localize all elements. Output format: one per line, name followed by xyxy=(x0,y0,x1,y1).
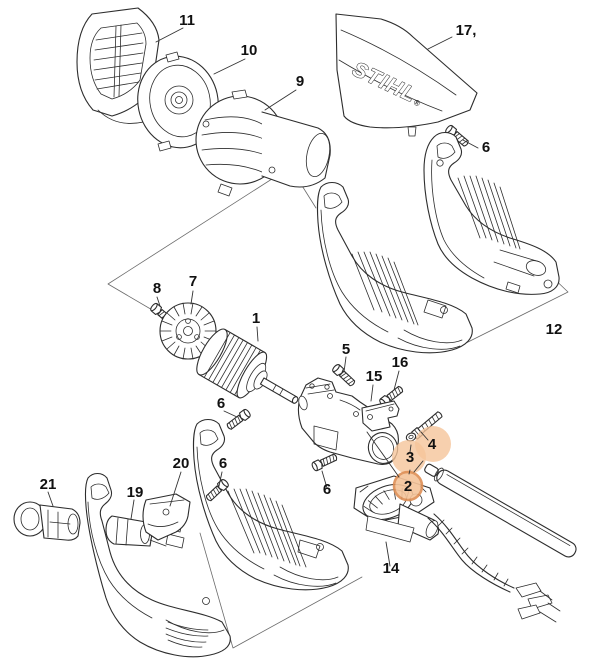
diagram-artwork: STIHL ® xyxy=(13,7,577,658)
callout-6-lower-mid[interactable]: 6 xyxy=(219,455,227,472)
callout-17[interactable]: 17, xyxy=(456,22,477,39)
callout-16[interactable]: 16 xyxy=(392,354,409,371)
callout-12[interactable]: 12 xyxy=(546,321,563,338)
housing-12-right xyxy=(423,131,560,295)
callout-20[interactable]: 20 xyxy=(173,455,190,472)
screw-6-gearbox xyxy=(310,451,339,473)
brand-registered-mark: ® xyxy=(412,98,421,109)
callout-21[interactable]: 21 xyxy=(40,476,57,493)
part-20-clamp xyxy=(142,493,191,541)
callout-6-upper-mid[interactable]: 6 xyxy=(217,395,225,412)
highlight-circle-2[interactable] xyxy=(392,470,424,502)
rotor-1 xyxy=(196,328,299,404)
leader-lines xyxy=(47,27,479,567)
callout-6-top-right[interactable]: 6 xyxy=(482,139,490,156)
callout-14[interactable]: 14 xyxy=(383,560,400,577)
highlight-circle-3[interactable] xyxy=(392,440,426,474)
flywheel-7 xyxy=(159,302,217,360)
callout-8[interactable]: 8 xyxy=(153,280,161,297)
callout-labels: 11 10 9 17, 6 12 8 7 1 5 15 16 4 3 2 6 6… xyxy=(40,12,563,577)
callout-4[interactable]: 4 xyxy=(428,436,437,453)
part-17-top-cover: STIHL ® xyxy=(335,13,478,137)
handle-housing-mid xyxy=(192,418,349,591)
part-9-fan-housing xyxy=(195,89,331,197)
callout-19[interactable]: 19 xyxy=(127,484,144,501)
washer-3 xyxy=(405,432,417,442)
callout-9[interactable]: 9 xyxy=(296,73,304,90)
callout-7[interactable]: 7 xyxy=(189,273,197,290)
callout-10[interactable]: 10 xyxy=(241,42,258,59)
callout-11[interactable]: 11 xyxy=(179,12,195,29)
drive-tube-2 xyxy=(424,463,577,558)
wire-harness xyxy=(427,513,561,623)
handle-housing-bottom xyxy=(84,472,231,658)
screw-6-upper-mid xyxy=(224,407,253,432)
callout-1[interactable]: 1 xyxy=(252,310,260,327)
gearbox-housing xyxy=(297,377,399,465)
callout-2[interactable]: 2 xyxy=(404,478,412,495)
bracket-15 xyxy=(361,400,400,432)
part-21-loop xyxy=(13,501,81,541)
callout-5[interactable]: 5 xyxy=(342,341,350,358)
screw-5 xyxy=(330,362,357,389)
callout-6-gearbox[interactable]: 6 xyxy=(323,481,331,498)
callout-15[interactable]: 15 xyxy=(366,368,383,385)
housing-12-left xyxy=(316,181,473,354)
callout-3[interactable]: 3 xyxy=(406,449,414,466)
